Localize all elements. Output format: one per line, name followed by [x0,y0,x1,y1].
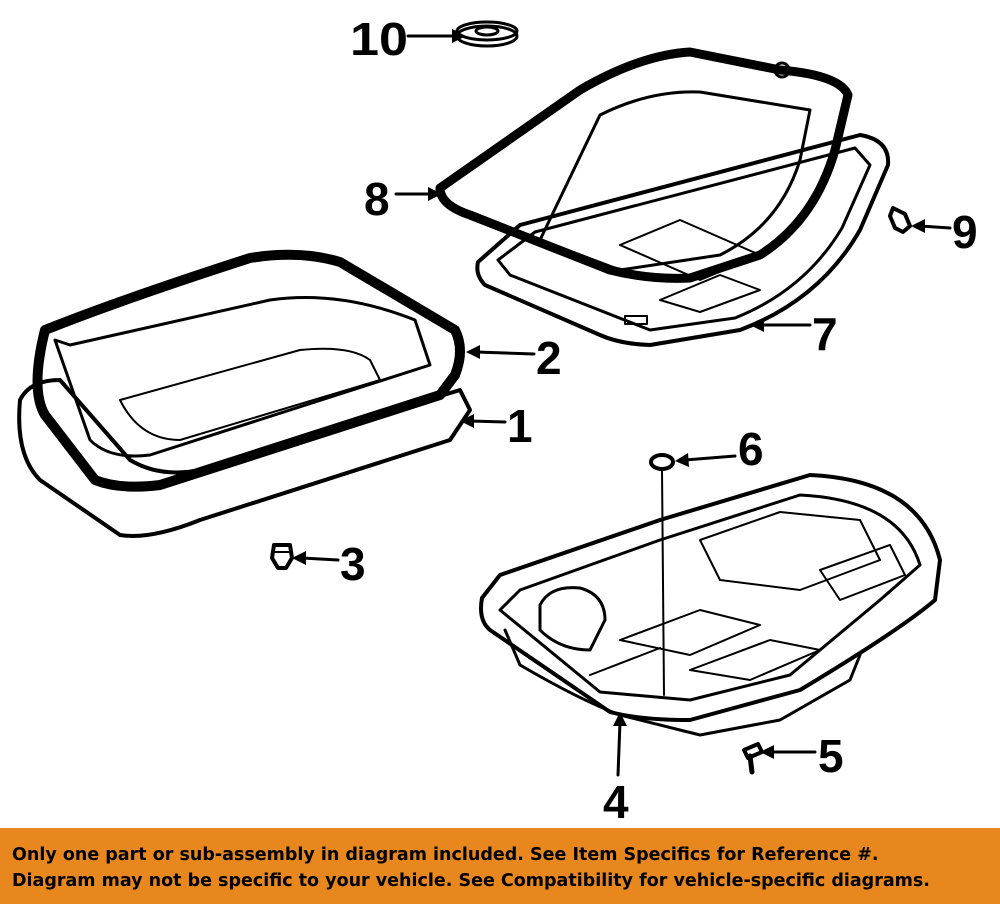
callout-4: 4 [603,776,629,828]
part-3-bolt [270,543,294,570]
callout-2: 2 [536,332,562,384]
part-10-washer [455,20,519,48]
callout-9: 9 [952,206,978,258]
callout-7: 7 [812,308,838,360]
callout-3: 3 [340,538,366,590]
part-6-plug [649,453,675,696]
part-8-gasket [435,47,853,283]
part-9-bolt [888,206,912,234]
disclaimer-banner: Only one part or sub-assembly in diagram… [0,828,1000,904]
part-2-gasket [32,249,465,492]
parts-diagram: 10 8 9 7 2 1 6 3 5 4 [17,13,978,828]
leader-lines [292,29,952,777]
callout-10: 10 [350,13,408,65]
disclaimer-line-1: Only one part or sub-assembly in diagram… [12,845,879,865]
callout-1: 1 [507,400,533,452]
part-1-oil-pan [17,296,472,538]
callout-5: 5 [818,730,844,782]
disclaimer-line-2: Diagram may not be specific to your vehi… [12,871,930,891]
part-5-bolt [742,742,764,775]
callout-6: 6 [738,423,764,475]
callout-8: 8 [364,173,390,225]
part-4-oil-pan [479,473,942,737]
